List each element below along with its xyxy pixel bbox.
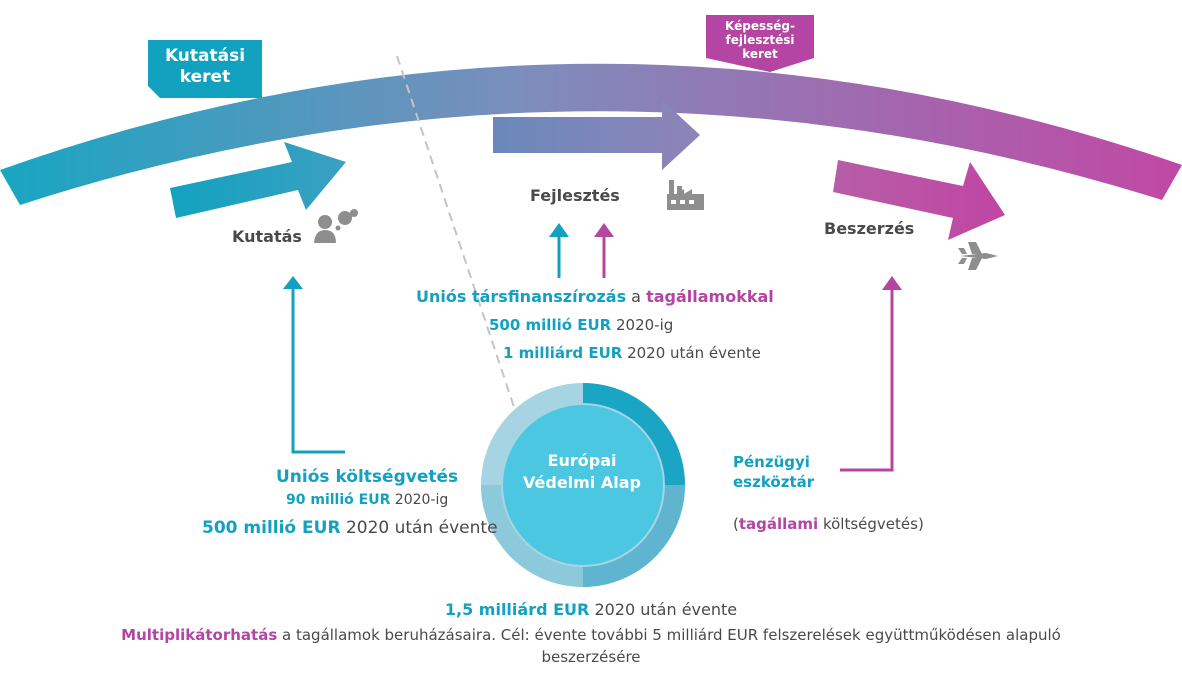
cofinancing-line3: 1 milliárd EUR 2020 után évente (503, 344, 761, 362)
fund-label: Európai Védelmi Alap (512, 450, 652, 494)
fund-circle (481, 383, 685, 587)
stage-label-procurement: Beszerzés (824, 219, 915, 238)
stage-label-research: Kutatás (232, 227, 302, 246)
financial-arrow (840, 288, 894, 472)
eu-budget-line3-amount: 500 millió EUR (202, 518, 341, 538)
footer-line1-rest: 2020 után évente (589, 600, 738, 619)
cofinancing-part2: a (626, 287, 647, 306)
footer-line2-bold: Multiplikátorhatás (121, 626, 278, 644)
footer-line1: 1,5 milliárd EUR 2020 után évente (0, 600, 1182, 619)
stage-label-development: Fejlesztés (530, 186, 620, 205)
cofinancing-part3: tagállamokkal (646, 287, 774, 306)
researcher-icon (314, 209, 358, 243)
financial-toolbox-note-open: ( (733, 515, 739, 533)
research-arrow (170, 142, 346, 218)
eu-budget-line3-rest: 2020 után évente (340, 518, 498, 538)
research-banner-shape (148, 40, 262, 98)
fund-label-line2: Védelmi Alap (523, 473, 641, 492)
financial-toolbox-note-bold: tagállami (738, 515, 819, 533)
eu-budget-line2-amount: 90 millió EUR (286, 492, 391, 508)
footer-line3: beszerzésére (541, 648, 641, 666)
capability-banner-line3: keret (742, 47, 778, 61)
footer-line2-rest: a tagállamok beruházásaira. Cél: évente … (277, 626, 1061, 644)
dashed-divider (396, 55, 516, 411)
eu-budget-line2-rest: 2020-ig (390, 492, 449, 508)
footer-line1-amount: 1,5 milliárd EUR (444, 600, 590, 619)
financial-toolbox-note: (tagállami költségvetés) (733, 515, 924, 533)
cofinancing-line2-rest: 2020-ig (611, 316, 674, 334)
capability-banner: Képesség- fejlesztési keret (706, 19, 814, 61)
cofinancing-title: Uniós társfinanszírozás a tagállamokkal (416, 287, 774, 306)
eu-budget-title: Uniós költségvetés (276, 467, 459, 487)
research-banner: Kutatási keret (148, 46, 262, 88)
financial-toolbox-title: Pénzügyi eszköztár (733, 452, 814, 492)
research-banner-line2: keret (179, 67, 231, 87)
capability-banner-shape (706, 15, 814, 72)
fund-label-line1: Európai (547, 451, 617, 470)
footer-line2: Multiplikátorhatás a tagállamok beruházá… (0, 626, 1182, 644)
capability-banner-line2: fejlesztési (725, 33, 795, 47)
cofinancing-line2-amount: 500 millió EUR (489, 316, 612, 334)
cofinancing-line3-rest: 2020 után évente (622, 344, 761, 362)
cofinancing-line2: 500 millió EUR 2020-ig (489, 316, 673, 334)
financial-toolbox-note-rest: költségvetés) (818, 515, 924, 533)
cofinancing-line3-amount: 1 milliárd EUR (503, 344, 623, 362)
jet-icon (958, 242, 998, 270)
cofinancing-part1: Uniós társfinanszírozás (416, 287, 627, 306)
procurement-arrow (833, 160, 1005, 240)
research-banner-line1: Kutatási (164, 46, 246, 66)
eu-budget-arrow (291, 287, 345, 454)
development-arrow (493, 100, 700, 170)
financial-toolbox-line2: eszköztár (733, 473, 815, 491)
capability-banner-line1: Képesség- (725, 19, 795, 33)
eu-budget-line2: 90 millió EUR 2020-ig (286, 492, 448, 508)
eu-budget-line3: 500 millió EUR 2020 után évente (202, 518, 498, 538)
big-arc (0, 63, 1182, 205)
financial-toolbox-line1: Pénzügyi (733, 453, 810, 471)
factory-icon (667, 180, 704, 210)
